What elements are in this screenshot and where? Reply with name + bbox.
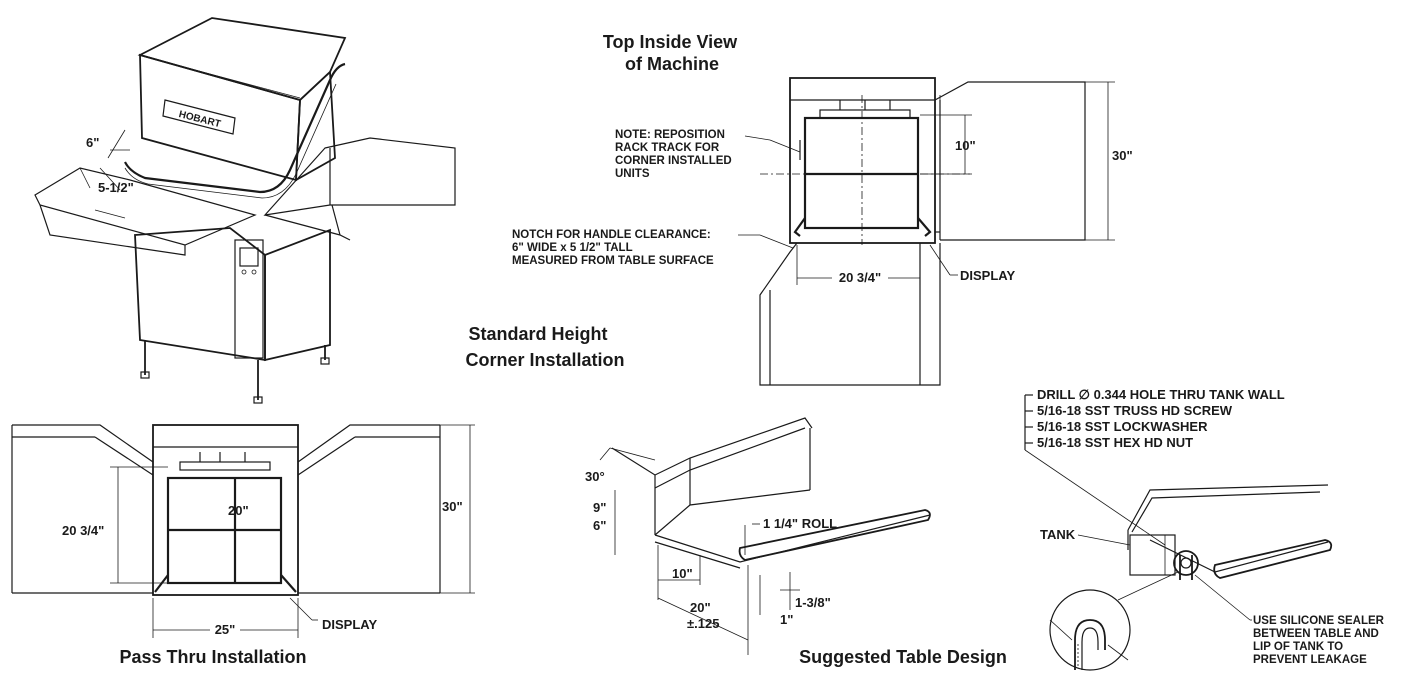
mount-line-lockwasher: 5/16-18 SST LOCKWASHER [1037, 419, 1208, 434]
top-view-width-dim: 20 3/4" [839, 270, 881, 285]
corner-title-line2: Corner Installation [465, 350, 624, 370]
table-138-dim: 1-3/8" [795, 595, 831, 610]
table-9-dim: 9" [593, 500, 606, 515]
svg-text:UNITS: UNITS [615, 168, 650, 180]
sealer-note-line4: PREVENT LEAKAGE [1253, 654, 1367, 666]
top-view-title-line1: Top Inside View [603, 32, 738, 52]
pass-thru-20-dim: 20" [228, 503, 249, 518]
top-view-title-line2: of Machine [625, 54, 719, 74]
table-design-title: Suggested Table Design [799, 647, 1007, 667]
table-6-dim: 6" [593, 518, 606, 533]
svg-text:RACK TRACK FOR: RACK TRACK FOR [615, 142, 720, 154]
pass-thru-view: 20 3/4" 20" 30" 25" DISPLAY [11, 424, 475, 638]
svg-text:NOTE: REPOSITION: NOTE: REPOSITION [615, 129, 725, 141]
tank-label: TANK [1040, 527, 1076, 542]
pass-thru-title: Pass Thru Installation [119, 647, 306, 667]
svg-text:CORNER INSTALLED: CORNER INSTALLED [615, 155, 732, 167]
pass-thru-25-dim: 25" [215, 622, 236, 637]
note-reposition: NOTE: REPOSITION RACK TRACK FOR CORNER I… [615, 129, 801, 180]
top-inside-view: Top Inside View of Machine [512, 32, 1133, 386]
pass-thru-display-label: DISPLAY [322, 617, 377, 632]
sealer-note-line1: USE SILICONE SEALER [1253, 615, 1385, 627]
table-1-dim: 1" [780, 612, 793, 627]
svg-text:NOTCH FOR HANDLE CLEARANCE:: NOTCH FOR HANDLE CLEARANCE: [512, 229, 711, 241]
display-screen [239, 247, 259, 267]
table-roll-label: 1 1/4" ROLL [763, 516, 837, 531]
table-20-dim: 20" [690, 600, 711, 615]
corner-title-line1: Standard Height [468, 324, 607, 344]
top-view-30-dim: 30" [1112, 148, 1133, 163]
brand-logo-text: HOBART [178, 109, 222, 130]
control-panel [234, 239, 264, 359]
mount-line-drill: DRILL ∅ 0.344 HOLE THRU TANK WALL [1037, 387, 1285, 402]
sealer-note-line3: LIP OF TANK TO [1253, 641, 1343, 653]
notch-height-dim: 5-1/2" [98, 180, 134, 195]
top-view-display-label: DISPLAY [960, 268, 1015, 283]
table-angle-dim: 30° [585, 469, 605, 484]
note-notch-clearance: NOTCH FOR HANDLE CLEARANCE: 6" WIDE x 5 … [512, 229, 794, 267]
machine-isometric: HOBART 6" 5-1/2" [34, 17, 456, 404]
detail-magnifier [1049, 589, 1131, 671]
top-view-10-dim: 10" [955, 138, 976, 153]
notch-width-dim: 6" [86, 135, 99, 150]
mounting-detail: DRILL ∅ 0.344 HOLE THRU TANK WALL 5/16-1… [1024, 387, 1385, 671]
svg-text:MEASURED FROM TABLE SURFACE: MEASURED FROM TABLE SURFACE [512, 255, 714, 267]
pass-thru-30-dim: 30" [442, 499, 463, 514]
mount-line-screw: 5/16-18 SST TRUSS HD SCREW [1037, 403, 1233, 418]
rack-pass-thru [154, 452, 297, 593]
sealer-note-line2: BETWEEN TABLE AND [1253, 628, 1379, 640]
mount-line-nut: 5/16-18 SST HEX HD NUT [1037, 435, 1193, 450]
table-tolerance: ±.125 [687, 616, 719, 631]
svg-text:6" WIDE x 5 1/2" TALL: 6" WIDE x 5 1/2" TALL [512, 242, 633, 254]
brand-plate [162, 99, 236, 135]
pass-thru-depth-dim: 20 3/4" [62, 523, 104, 538]
rack-top-view [793, 100, 932, 237]
table-10-dim: 10" [672, 566, 693, 581]
suggested-table-design: 30° 9" 6" 1 1/4" ROLL 10" 20" ±.125 1-3/… [585, 417, 931, 655]
